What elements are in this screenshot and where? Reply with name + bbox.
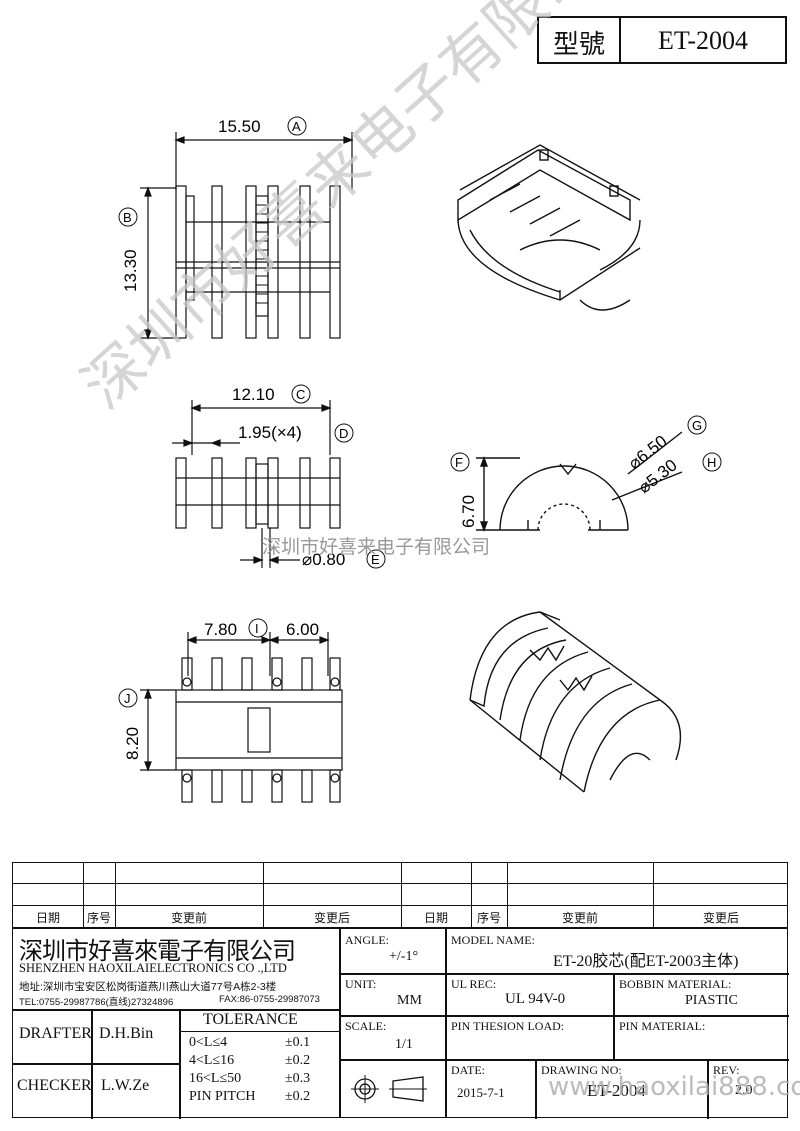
model-number: ET-2004	[657, 26, 749, 55]
scale-value: 1/1	[395, 1037, 413, 1052]
dim-f-tag: F	[455, 455, 463, 470]
tolerance-range-4: PIN PITCH	[189, 1089, 256, 1104]
dim-a-value: 15.50	[218, 117, 261, 136]
angle-value: +/-1°	[389, 949, 419, 964]
bobbin-material-value: PIASTIC	[685, 993, 738, 1008]
unit-value: MM	[397, 993, 422, 1008]
type-label: 型號	[552, 29, 605, 59]
dim-d-tag: D	[339, 426, 348, 441]
model-name-label: MODEL NAME:	[451, 933, 535, 947]
ul-rec-value: UL 94V-0	[505, 991, 566, 1007]
bottom-view	[140, 632, 343, 803]
top-view	[140, 132, 354, 340]
rev-header-seq-1: 序号	[86, 911, 111, 925]
rev-header-date-1: 日期	[35, 911, 60, 925]
rev-header-date-2: 日期	[423, 911, 448, 925]
tolerance-tol-1: ±0.1	[285, 1035, 311, 1050]
dim-f-value: 6.70	[459, 495, 478, 528]
model-name-value: ET-20胶芯(配ET-2003主体)	[553, 953, 739, 970]
drawing-no-value: ET-2004	[587, 1081, 646, 1100]
pin-thesion-load-label: PIN THESION LOAD:	[451, 1019, 565, 1033]
pin-material-label: PIN MATERIAL:	[619, 1019, 706, 1033]
rev-label: REV:	[713, 1063, 740, 1077]
date-value: 2015-7-1	[457, 1085, 505, 1100]
dim-f-tag-circle	[450, 452, 470, 472]
dim-i-tag: I	[255, 621, 259, 636]
revision-table: 日期 序号 变更前 变更后 日期 序号 变更前 变更后	[12, 862, 788, 928]
watermark-url: www.haoxilai888.com	[548, 1072, 800, 1102]
dim-b-tag: B	[123, 210, 132, 225]
tolerance-range-2: 4<L≤16	[189, 1053, 235, 1068]
rev-header-before-1: 变更前	[170, 911, 207, 925]
tolerance-tol-4: ±0.2	[285, 1089, 311, 1104]
drafter-label: DRAFTER	[19, 1025, 92, 1042]
company-name-cn: 深圳市好喜來電子有限公司	[19, 937, 296, 965]
rev-header-seq-2: 序号	[476, 911, 501, 925]
front-view	[476, 431, 683, 532]
bobbin-material-label: BOBBIN MATERIAL:	[619, 977, 732, 991]
company-fax: FAX:86-0755-29987073	[219, 994, 320, 1005]
checker-value: L.W.Ze	[101, 1077, 150, 1094]
drawing-no-label: DRAWING NO:	[541, 1063, 622, 1077]
dim-e-tag-circle	[366, 549, 386, 569]
tolerance-tol-2: ±0.2	[285, 1053, 311, 1068]
checker-label: CHECKER	[17, 1077, 92, 1094]
rev-header-after-1: 变更后	[313, 911, 350, 925]
dim-i-value: 7.80	[204, 620, 237, 639]
dim-d-value: 1.95(×4)	[238, 423, 302, 442]
iso-view-2	[469, 611, 682, 793]
ul-rec-label: UL REC:	[451, 977, 497, 991]
dim-h-tag: H	[707, 455, 716, 470]
rev-header-after-2: 变更后	[702, 911, 739, 925]
dim-h-tag-circle	[702, 452, 722, 472]
dim-e-tag: E	[371, 552, 380, 567]
dim-j-tag-circle	[118, 688, 138, 708]
tolerance-range-3: 16<L≤50	[189, 1071, 242, 1086]
tolerance-tol-3: ±0.3	[285, 1071, 311, 1086]
side-view	[172, 400, 341, 568]
dim-c-value: 12.10	[232, 385, 275, 404]
company-tel: TEL:0755-29987786(直线)27324896	[19, 997, 174, 1008]
tolerance-range-1: 0<L≤4	[189, 1035, 228, 1050]
unit-label: UNIT:	[345, 977, 377, 991]
rev-value: 2.0	[735, 1083, 753, 1098]
dim-j-tag: J	[124, 691, 131, 706]
dim-b-value: 13.30	[121, 249, 140, 292]
drafter-value: D.H.Bin	[99, 1025, 154, 1042]
title-block: 深圳市好喜來電子有限公司 SHENZHEN HAOXILAIELECTRONIC…	[12, 928, 789, 1119]
dim-b-tag-circle	[118, 207, 138, 227]
angle-label: ANGLE:	[345, 933, 389, 947]
company-name-en: SHENZHEN HAOXILAIELECTRONICS CO .,LTD	[19, 961, 287, 975]
dim-e-value: ⌀0.80	[302, 550, 345, 569]
scale-label: SCALE:	[345, 1019, 387, 1033]
iso-view-1	[457, 144, 641, 311]
watermark-center: 深圳市好喜来电子有限公司	[262, 536, 491, 558]
dim-i2-value: 6.00	[286, 620, 319, 639]
dim-i-tag-circle	[248, 618, 268, 638]
dim-j-value: 8.20	[123, 727, 142, 760]
company-address: 地址:深圳市宝安区松岗街道燕川燕山大道77号A栋2-3楼	[19, 981, 277, 993]
tolerance-label: TOLERANCE	[203, 1011, 298, 1028]
dim-d-tag-circle	[334, 423, 354, 443]
top-view-teeth	[256, 204, 268, 304]
projection-symbol-icon	[351, 1075, 427, 1103]
dim-g-tag-circle	[687, 415, 707, 435]
dim-g-tag: G	[692, 418, 702, 433]
header-box: 型號 ET-2004	[537, 16, 787, 64]
dim-c-tag-circle	[291, 384, 311, 404]
date-label: DATE:	[451, 1063, 485, 1077]
rev-header-before-2: 变更前	[561, 911, 598, 925]
dim-a-tag: A	[292, 119, 301, 134]
dim-c-tag: C	[296, 387, 305, 402]
technical-drawing: 15.50 A B 13.30 12.10 C 1.95(×4) D ⌀0.80…	[118, 116, 722, 803]
dim-a-tag-circle	[287, 116, 307, 136]
header-divider	[619, 18, 621, 62]
